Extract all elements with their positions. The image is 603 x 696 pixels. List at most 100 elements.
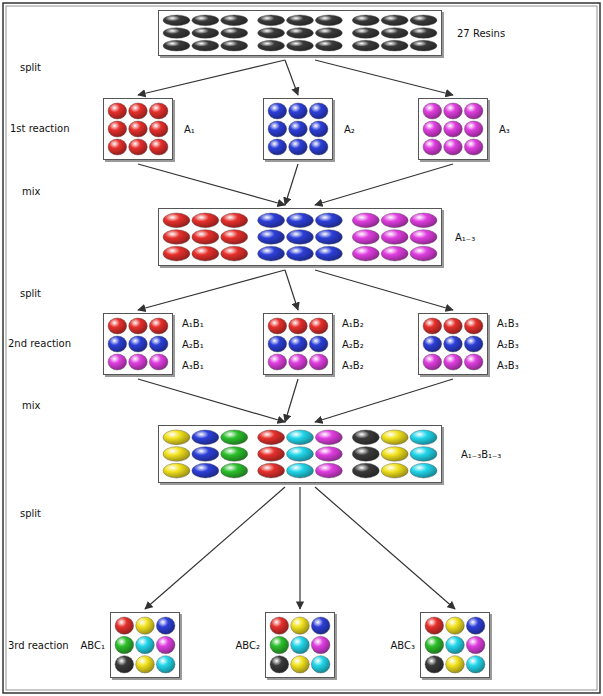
resin-bead [381,230,408,245]
resin-bead [423,318,442,334]
resin-bead [156,636,175,653]
resin-bead [315,213,342,228]
tray-label: ABC₂ [235,640,260,652]
resin-bead [192,463,219,478]
outer-frame [3,3,600,693]
resin-bead [352,430,379,445]
resin-bead [446,617,465,634]
resin-bead [129,336,148,352]
resin-bead [315,230,342,245]
resin-bead [425,656,444,673]
tray-label: A₂ [344,124,355,136]
tray-label: 27 Resins [457,28,505,40]
resin-bead [309,139,328,155]
resin-bead [156,656,175,673]
resin-bead [258,430,285,445]
resin-bead [410,15,437,26]
resin-bead [268,121,287,137]
resin-bead [315,447,342,462]
resin-bead [149,354,168,370]
resin-bead [108,336,127,352]
resin-bead [309,103,328,119]
step-label: 2nd reaction [8,338,71,350]
step-label: 3rd reaction [8,640,69,652]
tray-label: A₃ [499,124,510,136]
resin-tray: A₂ [263,98,333,160]
resin-bead [258,246,285,261]
resin-bead [291,636,310,653]
resin-bead [149,139,168,155]
resin-tray: A₁₋₃B₁₋₃ [158,425,442,483]
resin-bead [381,40,408,51]
resin-bead [258,40,285,51]
resin-bead [381,463,408,478]
resin-bead [410,430,437,445]
tray-label: A₁B₃ [497,318,519,330]
resin-bead [311,656,330,673]
resin-bead [289,318,308,334]
resin-bead [466,636,485,653]
resin-bead [258,463,285,478]
resin-bead [287,15,314,26]
resin-bead [381,28,408,39]
resin-bead [315,15,342,26]
resin-bead [466,656,485,673]
resin-bead [115,617,134,634]
resin-tray: A₁ [103,98,173,160]
resin-bead [352,463,379,478]
resin-bead [287,447,314,462]
resin-bead [444,336,463,352]
step-label: split [20,62,41,74]
resin-bead [192,447,219,462]
resin-tray: ABC₂ [265,612,335,678]
resin-bead [149,318,168,334]
tray-label: A₁ [184,124,195,136]
flow-arrow [285,60,298,95]
resin-bead [315,463,342,478]
resin-bead [163,28,190,39]
resin-bead [444,103,463,119]
flow-arrow [138,379,285,422]
resin-bead [268,103,287,119]
tray-label: A₃B₃ [497,360,519,372]
resin-bead [287,213,314,228]
step-label: mix [22,400,40,412]
tray-label: A₁₋₃B₁₋₃ [461,449,501,461]
resin-bead [381,430,408,445]
resin-bead [163,447,190,462]
resin-bead [136,636,155,653]
resin-bead [287,430,314,445]
resin-bead [136,617,155,634]
resin-bead [108,103,127,119]
flow-arrow [138,60,285,95]
flow-arrow [285,379,298,422]
resin-bead [129,354,148,370]
resin-bead [221,28,248,39]
resin-bead [258,447,285,462]
resin-tray: A₁₋₃ [158,208,442,266]
resin-bead [221,213,248,228]
tray-label: A₃B₂ [342,360,364,372]
resin-bead [423,121,442,137]
resin-bead [352,15,379,26]
resin-bead [136,656,155,673]
resin-bead [309,318,328,334]
resin-bead [115,656,134,673]
resin-bead [192,213,219,228]
resin-bead [466,617,485,634]
resin-bead [410,28,437,39]
flow-arrow [315,487,455,609]
resin-bead [221,447,248,462]
resin-bead [287,246,314,261]
resin-bead [352,213,379,228]
resin-bead [192,430,219,445]
resin-bead [410,40,437,51]
resin-bead [315,430,342,445]
resin-beads [108,15,485,673]
resin-bead [270,656,289,673]
resin-bead [444,318,463,334]
step-label: split [20,508,41,520]
tray-label: A₂B₃ [497,339,519,351]
resin-bead [464,139,483,155]
flow-arrow [138,164,285,205]
